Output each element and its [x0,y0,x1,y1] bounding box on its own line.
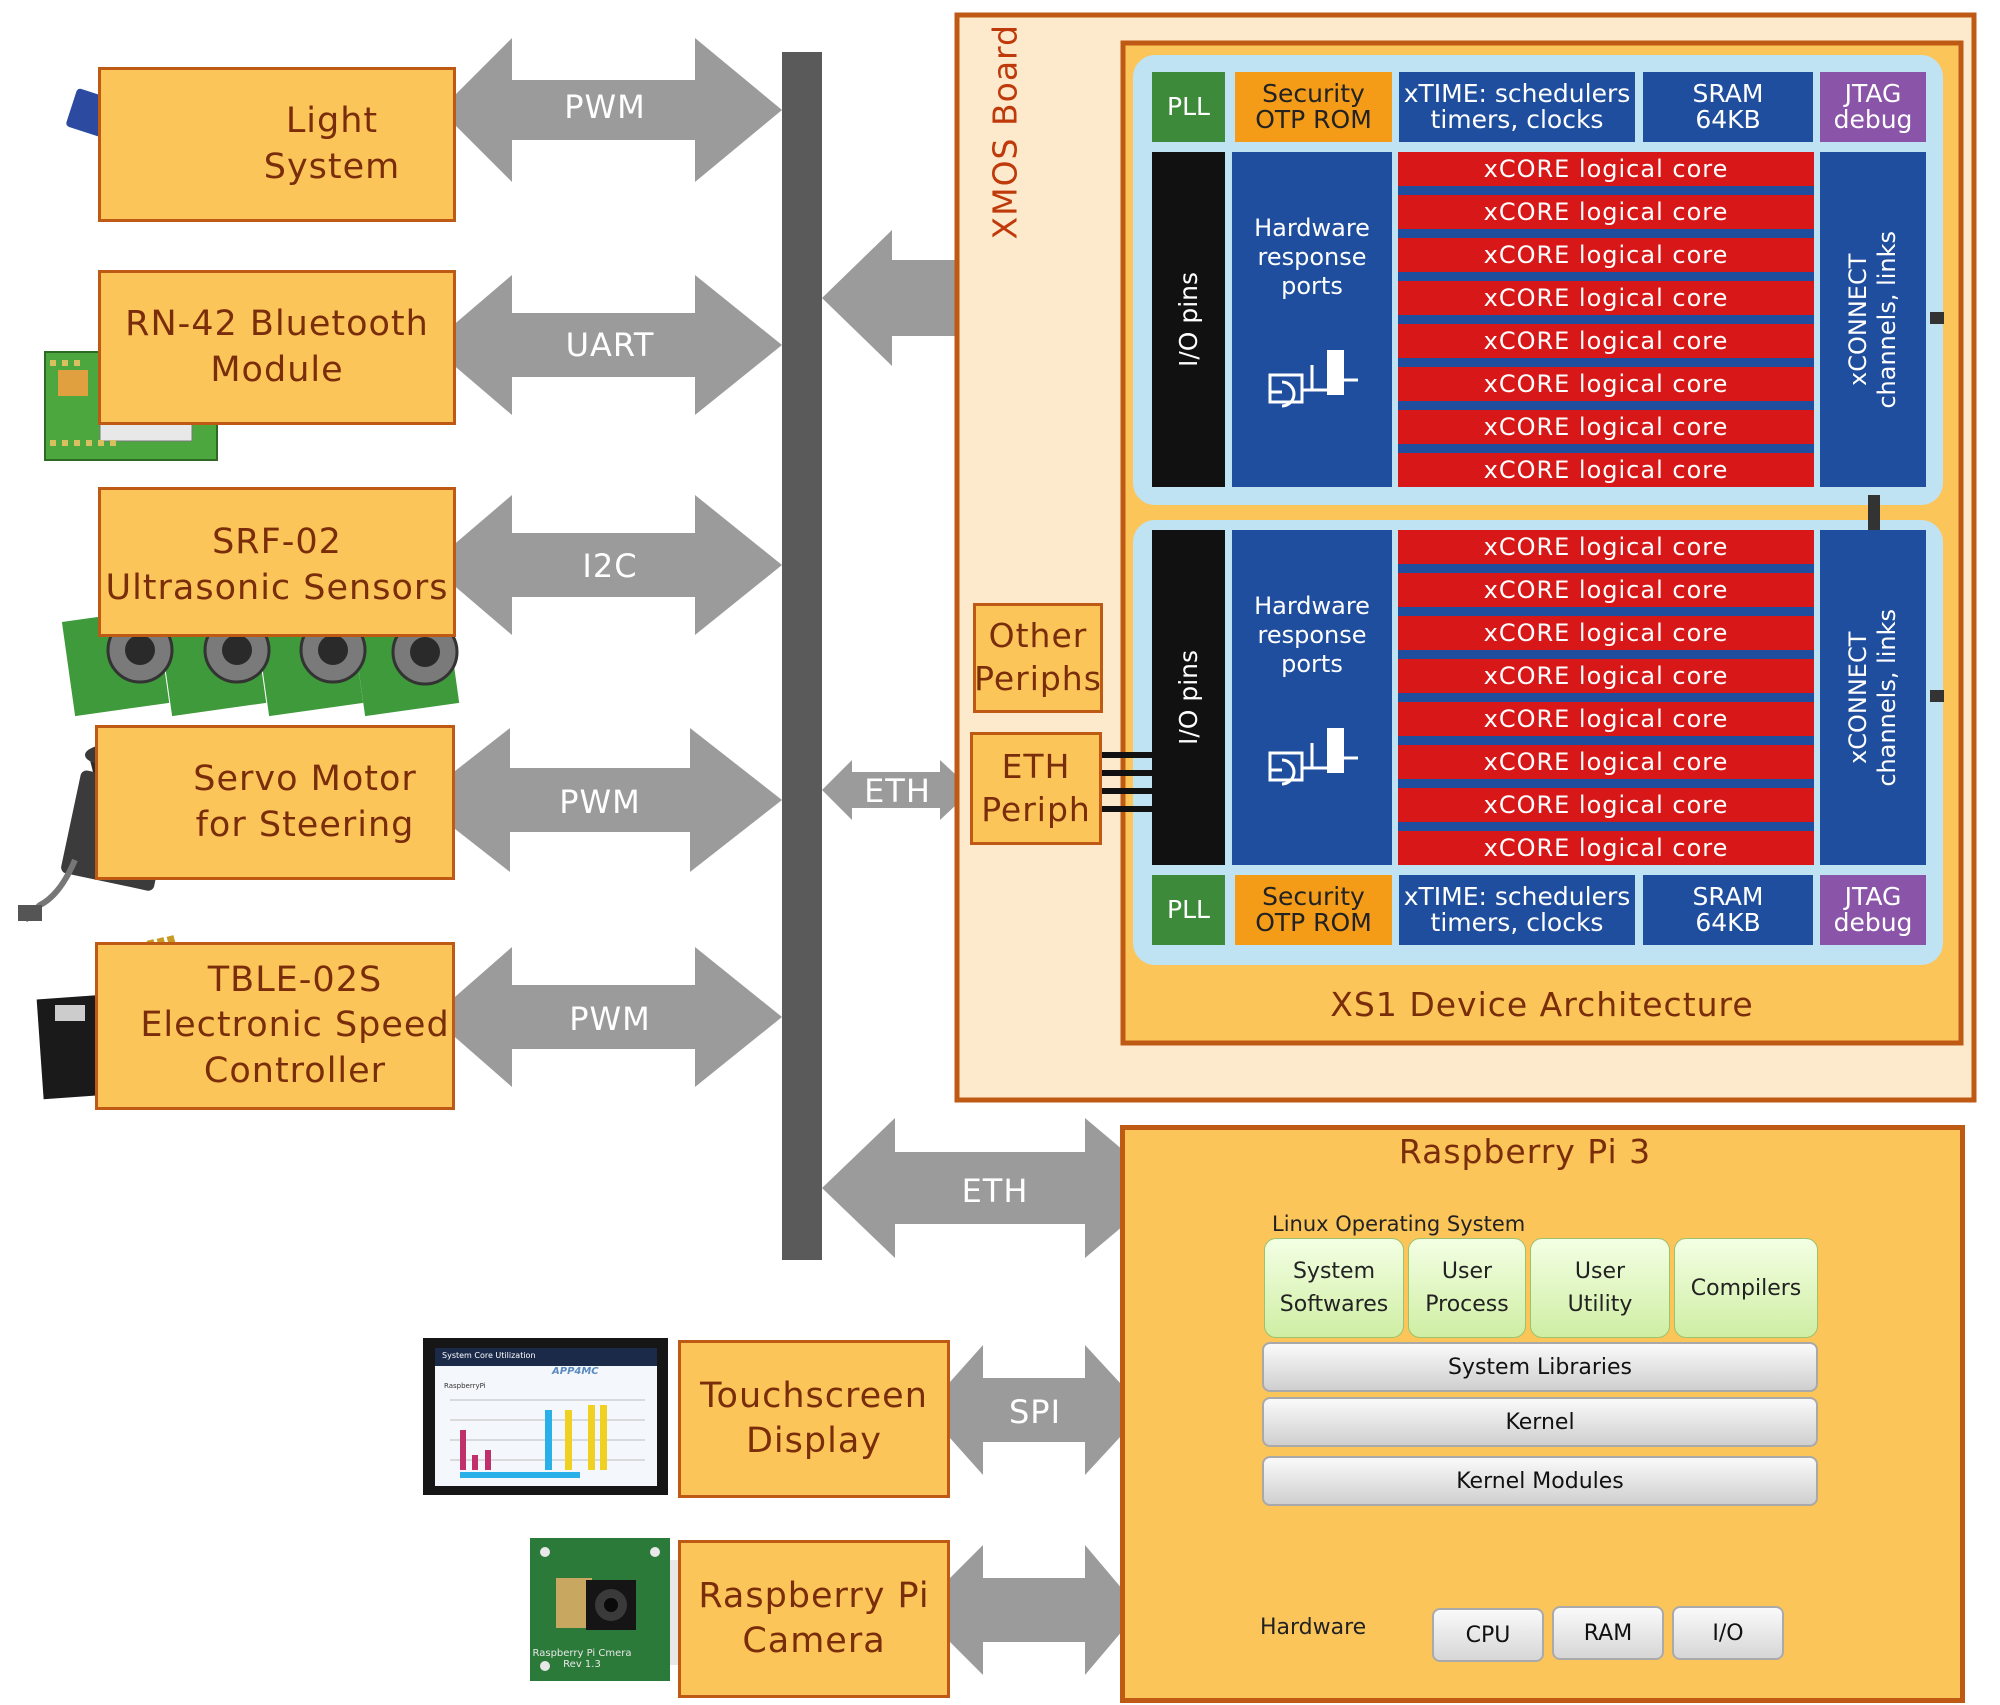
link-label-spi: SPI [1008,1393,1062,1431]
camera-label-1: Raspberry Pi [698,1575,930,1616]
link-label-bluetooth: UART [565,326,655,364]
arrow-servo [418,728,782,872]
esc-label-1: TBLE-02S [207,959,383,1000]
io-pins-bar: I/O pins [1152,152,1225,487]
camera-thumb-label: Raspberry Pi Cmera Rev 1.3 [532,1648,632,1670]
esc-label-2: Electronic Speed [140,1005,450,1046]
touchscreen-box: Touchscreen Display [678,1340,950,1498]
arrow-esc [432,947,782,1087]
servo-motor-box: Servo Motor for Steering [95,725,455,880]
layer-system-libraries: System Libraries [1262,1342,1818,1392]
xcore-logical-core: xCORE logical core [1398,152,1814,186]
xcore-logical-core: xCORE logical core [1398,702,1814,736]
link-label-eth-periph: ETH [864,772,931,810]
srf-label-2: Ultrasonic Sensors [105,567,449,608]
core-lanes-bottom: xCORE logical core xCORE logical core xC… [1398,530,1814,865]
xcore-logical-core: xCORE logical core [1398,410,1814,444]
camera-box: Raspberry Pi Camera [678,1540,950,1698]
xcore-logical-core: xCORE logical core [1398,281,1814,315]
arrow-light [440,38,782,182]
link-label-srf: I2C [582,547,638,585]
xcore-logical-core: xCORE logical core [1398,195,1814,229]
hw-ports-panel: Hardware response ports [1232,152,1392,487]
esc-label-3: Controller [203,1050,387,1091]
link-label-esc: PWM [569,1000,651,1038]
hw-cpu: CPU [1432,1608,1544,1662]
layer-kernel-modules: Kernel Modules [1262,1456,1818,1506]
xcore-logical-core: xCORE logical core [1398,238,1814,272]
hardware-label: Hardware [1260,1615,1367,1640]
pll-block: PLL [1152,72,1225,142]
link-label-servo: PWM [559,783,641,821]
arrow-camera [918,1545,1140,1675]
pll-block: PLL [1152,875,1225,945]
xcore-logical-core: xCORE logical core [1398,530,1814,564]
port-gate-icon [1268,350,1358,408]
light-system-box: Light System [98,67,456,222]
xconnect-bar: xCONNECT channels, links [1820,530,1926,865]
bluetooth-label-1: RN-42 Bluetooth [125,304,429,344]
raspberry-pi-title: Raspberry Pi 3 [1398,1132,1652,1171]
servo-label-2: for Steering [195,804,415,845]
port-gate-icon [1268,728,1358,786]
xcore-logical-core: xCORE logical core [1398,788,1814,822]
hw-io: I/O [1672,1606,1784,1660]
xconnect-bar: xCONNECT channels, links [1820,152,1926,487]
link-label-light: PWM [564,88,646,126]
hw-ram: RAM [1552,1606,1664,1660]
arrow-bluetooth [430,275,782,415]
xcore-logical-core: xCORE logical core [1398,453,1814,487]
touchscreen-label-1: Touchscreen [700,1375,928,1416]
hw-ports-panel: Hardware response ports [1232,530,1392,865]
xcore-logical-core: xCORE logical core [1398,367,1814,401]
arrow-spi [925,1345,1145,1475]
light-system-label-1: Light [285,101,379,141]
app-compilers: Compilers [1674,1238,1818,1338]
touchscreen-photo [423,1338,668,1495]
screen-thumb-brand: APP4MC [552,1366,599,1377]
xcore-logical-core: xCORE logical core [1398,616,1814,650]
screen-thumb-device: RaspberryPi [444,1382,486,1390]
linux-os-label: Linux Operating System [1272,1212,1526,1236]
srf-label-1: SRF-02 [212,522,342,562]
xcore-logical-core: xCORE logical core [1398,831,1814,865]
ultrasonic-sensors-box: SRF-02 Ultrasonic Sensors [98,487,456,637]
esc-box: TBLE-02S Electronic Speed Controller [95,942,455,1110]
camera-label-2: Camera [742,1621,886,1661]
arrow-eth-periph [822,760,972,820]
xcore-logical-core: xCORE logical core [1398,745,1814,779]
xcore-logical-core: xCORE logical core [1398,659,1814,693]
link-label-eth-pi: ETH [961,1172,1029,1210]
xs1-architecture-label: XS1 Device Architecture [1330,985,1754,1024]
arrow-eth-pi [822,1118,1168,1258]
central-bus [782,52,822,1260]
eth-periph-box: ETH Periph [970,732,1102,845]
bluetooth-module-box: RN-42 Bluetooth Module [98,270,456,425]
xcore-logical-core: xCORE logical core [1398,573,1814,607]
xmos-board-label: XMOS Board [985,24,1025,240]
arrow-srf [430,495,782,635]
io-pins-bar: I/O pins [1152,530,1225,865]
light-system-label-2: System [263,146,401,187]
layer-kernel: Kernel [1262,1397,1818,1447]
bluetooth-label-2: Module [210,349,344,390]
screen-thumb-title: System Core Utilization [442,1351,536,1360]
touchscreen-label-2: Display [745,1421,882,1461]
xcore-logical-core: xCORE logical core [1398,324,1814,358]
other-periphs-box: Other Periphs [973,603,1103,713]
core-lanes-top: xCORE logical core xCORE logical core xC… [1398,152,1814,487]
servo-label-1: Servo Motor [193,759,417,799]
